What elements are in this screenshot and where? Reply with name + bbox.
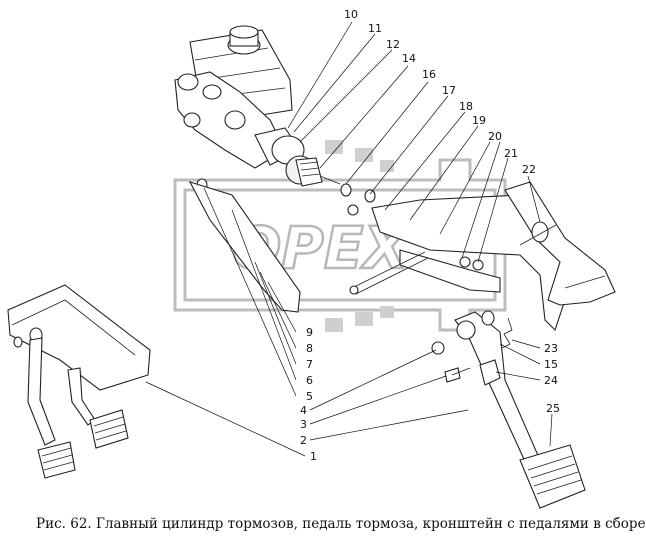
callout-2: 2 — [300, 434, 307, 447]
callout-23: 23 — [544, 342, 558, 355]
callout-11: 11 — [368, 22, 382, 35]
callout-3: 3 — [300, 418, 307, 431]
callout-15: 15 — [544, 358, 558, 371]
callout-21: 21 — [504, 147, 518, 160]
callout-14: 14 — [402, 52, 416, 65]
callout-6: 6 — [306, 374, 313, 387]
pedal-assembly-left — [7, 284, 151, 479]
callout-18: 18 — [459, 100, 473, 113]
callout-5: 5 — [306, 390, 313, 403]
callout-25: 25 — [546, 402, 560, 415]
callout-4: 4 — [300, 404, 307, 417]
watermark-gear — [173, 158, 507, 332]
stop-light-switch — [531, 221, 549, 243]
callout-12: 12 — [386, 38, 400, 51]
callout-9: 9 — [306, 326, 313, 339]
callout-7: 7 — [306, 358, 313, 371]
master-cylinder — [174, 25, 341, 187]
callout-24: 24 — [544, 374, 558, 387]
callout-19: 19 — [472, 114, 486, 127]
pedal-axle — [351, 251, 426, 289]
callout-16: 16 — [422, 68, 436, 81]
clutch-pedal-pad — [37, 441, 76, 479]
diagram-canvas: OPEX — [7, 8, 616, 509]
boot — [295, 157, 323, 187]
callout-labels: 10 11 12 14 16 17 18 19 20 21 22 9 8 7 6… — [300, 8, 560, 463]
callout-17: 17 — [442, 84, 456, 97]
pushrod — [319, 175, 341, 185]
watermark-gear-teeth — [325, 140, 394, 332]
callout-10: 10 — [344, 8, 358, 21]
callout-8: 8 — [306, 342, 313, 355]
leader-lines — [145, 21, 553, 457]
brake-pedal — [431, 310, 586, 509]
callout-22: 22 — [522, 163, 536, 176]
brake-pedal-pad — [519, 444, 586, 509]
pedal-bracket — [188, 181, 616, 332]
callout-20: 20 — [488, 130, 502, 143]
callout-1: 1 — [310, 450, 317, 463]
figure-caption: Рис. 62. Главный цилиндр тормозов, педал… — [36, 516, 646, 532]
